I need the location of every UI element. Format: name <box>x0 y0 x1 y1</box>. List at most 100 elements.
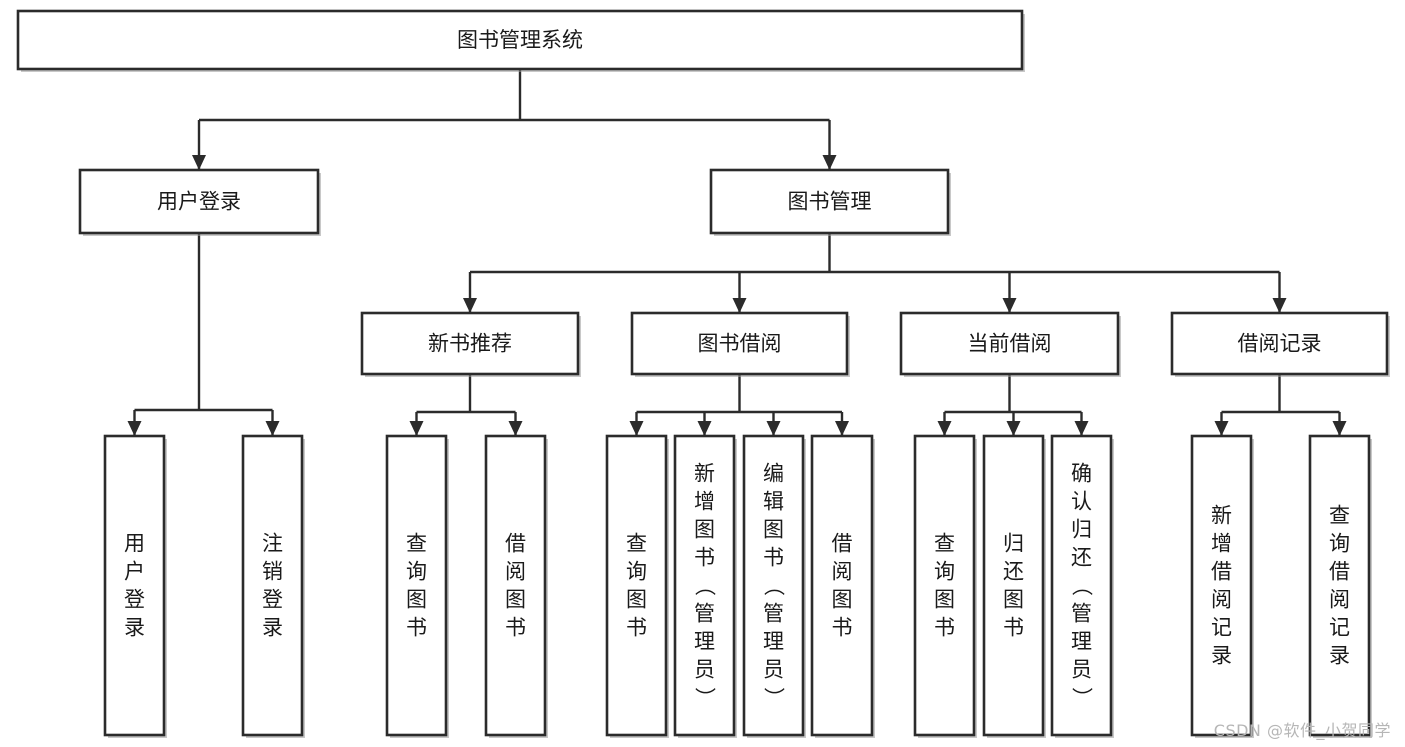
node-leaf-user-login[interactable]: 用户登录 <box>103 434 167 738</box>
node-label-char: 录 <box>124 616 145 640</box>
node-label: 图书管理 <box>788 190 872 214</box>
node-box[interactable] <box>241 434 304 737</box>
node-label-char: 书 <box>1003 616 1024 640</box>
node-box[interactable] <box>1170 311 1389 376</box>
arrow-head-icon <box>192 155 206 170</box>
node-layer: 图书管理系统用户登录图书管理新书推荐图书借阅当前借阅借阅记录用户登录注销登录查询… <box>16 9 1390 738</box>
node-label-char: 增 <box>694 490 715 514</box>
node-label-char: 借 <box>832 532 853 556</box>
node-box[interactable] <box>385 434 448 737</box>
node-box[interactable] <box>982 434 1045 737</box>
node-box[interactable] <box>103 434 166 737</box>
node-label-char: 销 <box>262 560 283 584</box>
node-label-char: 图 <box>1003 588 1024 612</box>
node-label-char: 录 <box>1329 644 1350 668</box>
node-box[interactable] <box>1308 434 1371 737</box>
node-label-char: 图 <box>694 518 715 542</box>
node-label-char: 录 <box>262 616 283 640</box>
node-label-char: ） <box>762 687 786 708</box>
node-label-char: 认 <box>1071 490 1092 514</box>
node-box[interactable] <box>630 311 849 376</box>
node-book-manage[interactable]: 图书管理 <box>709 168 951 236</box>
node-label-char: 增 <box>1211 532 1232 556</box>
node-label-char: 阅 <box>1211 588 1232 612</box>
node-borrow-records[interactable]: 借阅记录 <box>1170 311 1390 377</box>
node-label-char: 登 <box>124 588 145 612</box>
node-label: 图书管理系统 <box>457 28 583 52</box>
node-label-char: 阅 <box>832 560 853 584</box>
node-box[interactable] <box>913 434 976 737</box>
node-label: 新书推荐 <box>428 332 512 356</box>
node-box[interactable] <box>742 434 805 737</box>
node-label-char: 确 <box>1071 462 1092 486</box>
node-label-char: 录 <box>1211 644 1232 668</box>
node-label-char: 编 <box>763 462 784 486</box>
arrow-head-icon <box>697 421 712 436</box>
node-label-char: 书 <box>832 616 853 640</box>
node-label-char: 新 <box>694 462 715 486</box>
arrow-head-icon <box>409 421 424 436</box>
node-box[interactable] <box>484 434 547 737</box>
node-label-char: 书 <box>694 546 715 570</box>
node-label-char: 书 <box>406 616 427 640</box>
node-label-char: 新 <box>1211 504 1232 528</box>
node-label-char: 员 <box>1071 658 1092 682</box>
arrow-head-icon <box>835 421 849 436</box>
node-label-char: 图 <box>406 588 427 612</box>
node-label-char: 户 <box>124 560 145 584</box>
node-label-char: 查 <box>406 532 427 556</box>
node-box[interactable] <box>709 168 950 235</box>
node-box[interactable] <box>360 311 580 376</box>
node-box[interactable] <box>16 9 1024 71</box>
node-box[interactable] <box>1050 434 1113 737</box>
node-user-login[interactable]: 用户登录 <box>78 168 321 236</box>
node-current-borrow[interactable]: 当前借阅 <box>899 311 1121 377</box>
node-label-char: 询 <box>1329 532 1350 556</box>
arrow-head-icon <box>1002 298 1017 313</box>
node-label-char: 查 <box>934 532 955 556</box>
arrow-head-icon <box>1332 421 1347 436</box>
arrow-head-icon <box>463 298 477 313</box>
arrow-head-icon <box>822 155 837 170</box>
node-new-book-rec[interactable]: 新书推荐 <box>360 311 581 377</box>
node-book-borrow[interactable]: 图书借阅 <box>630 311 850 377</box>
node-label-char: 询 <box>406 560 427 584</box>
connector-layer <box>127 69 1347 436</box>
node-label-char: ） <box>693 687 717 708</box>
node-root[interactable]: 图书管理系统 <box>16 9 1025 72</box>
node-label: 用户登录 <box>157 190 241 214</box>
node-box[interactable] <box>899 311 1120 376</box>
node-label-char: 理 <box>1071 630 1092 654</box>
node-label-char: 归 <box>1003 532 1024 556</box>
node-label-char: 查 <box>626 532 647 556</box>
node-box[interactable] <box>78 168 320 235</box>
node-box[interactable] <box>673 434 736 737</box>
node-label-char: 记 <box>1329 616 1350 640</box>
node-label-char: 理 <box>694 630 715 654</box>
node-label-char: 还 <box>1003 560 1024 584</box>
node-box[interactable] <box>810 434 874 737</box>
arrow-head-icon <box>265 421 280 436</box>
node-label-char: 图 <box>626 588 647 612</box>
node-label-char: 查 <box>1329 504 1350 528</box>
node-label-char: （ <box>762 575 786 596</box>
arrow-head-icon <box>1006 421 1021 436</box>
node-box[interactable] <box>605 434 668 737</box>
arrow-head-icon <box>629 421 644 436</box>
node-label-char: 书 <box>763 546 784 570</box>
node-box[interactable] <box>1190 434 1253 737</box>
arrow-head-icon <box>508 421 523 436</box>
